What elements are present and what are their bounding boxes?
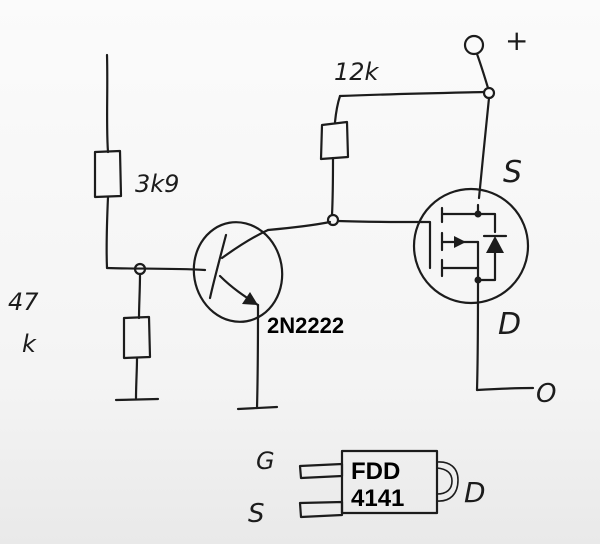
wire-gate (336, 219, 424, 224)
label-output: O (536, 379, 556, 409)
label-12k: 12k (334, 58, 380, 86)
resistor-12k (319, 90, 486, 217)
wire-collector (266, 220, 332, 232)
label-2n2222: 2N2222 (267, 313, 344, 338)
label-plus: + (505, 24, 528, 57)
wire-base-node (105, 266, 207, 272)
label-3k9: 3k9 (135, 170, 179, 198)
resistor-3k9 (93, 53, 123, 270)
node-collector (326, 213, 340, 227)
label-package-drain: D (464, 476, 486, 509)
label-package-fdd: FDD (351, 458, 400, 485)
wire-drain (475, 281, 480, 392)
label-package-source: S (248, 499, 265, 529)
resistor-47k (114, 272, 160, 402)
label-source: S (503, 155, 522, 190)
label-package-gate: G (256, 447, 275, 475)
wire-source (477, 96, 491, 200)
label-package-4141: 4141 (351, 485, 404, 512)
label-k: k (22, 330, 37, 358)
wire-output (475, 386, 535, 392)
supply-terminal (463, 34, 496, 100)
label-47: 47 (8, 288, 39, 316)
package-drawing (298, 449, 459, 519)
transistor-2n2222 (192, 221, 284, 411)
mosfet-fdd4141 (412, 187, 530, 305)
label-drain: D (498, 307, 521, 342)
